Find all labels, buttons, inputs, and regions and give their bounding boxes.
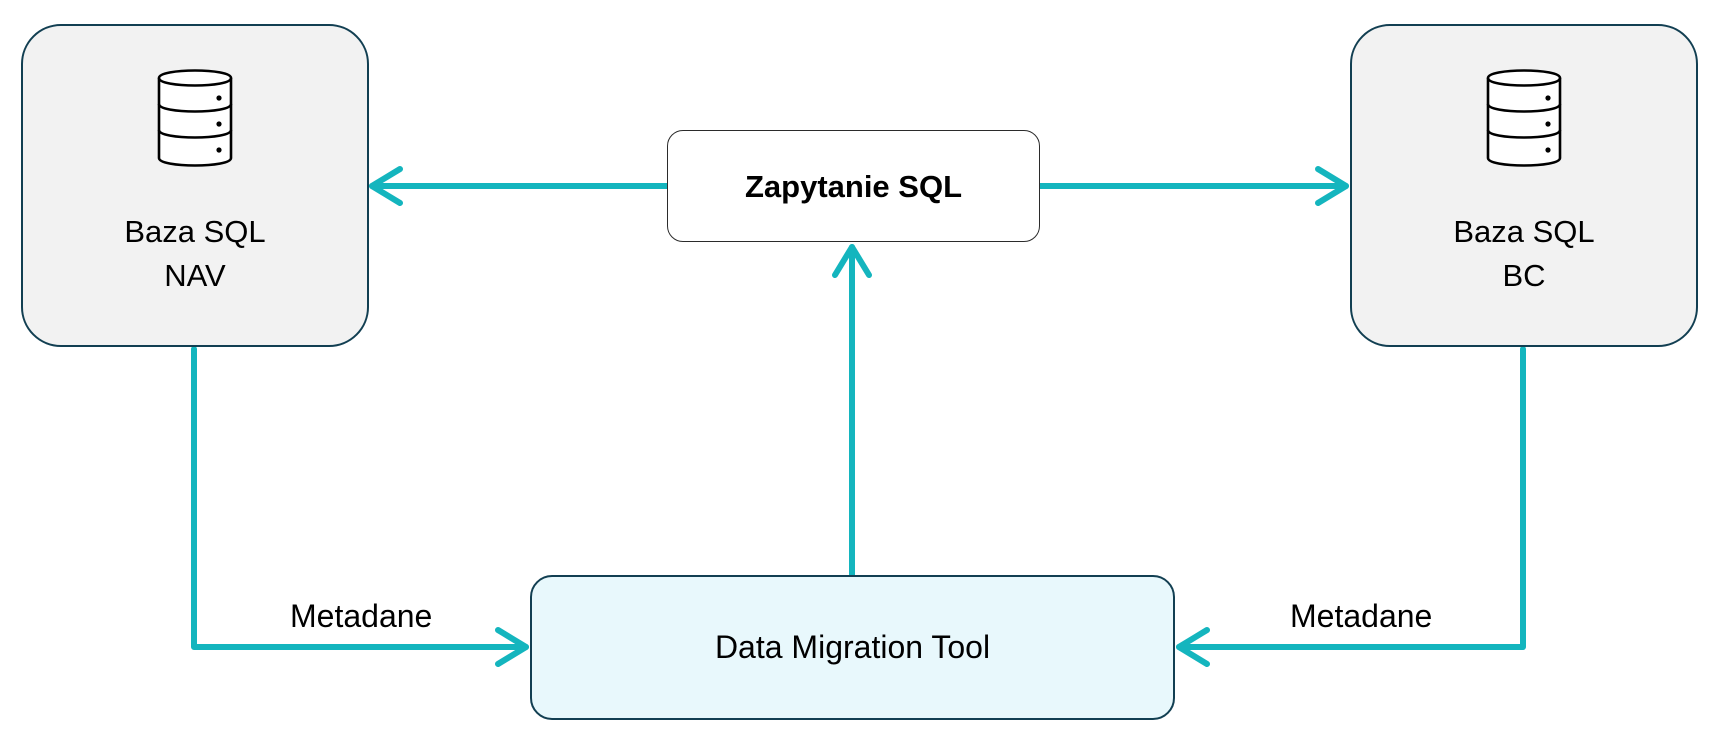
edge-label-bc-metadata: Metadane [1290, 598, 1433, 634]
arrowhead-query [832, 244, 872, 278]
data-migration-tool-title: Data Migration Tool [714, 629, 991, 665]
arrow-nav-to-tool [191, 346, 529, 650]
database-icon [157, 68, 233, 167]
arrowhead-tool-right [1176, 627, 1210, 667]
bc-database-label-line1: Baza SQL [1453, 213, 1595, 249]
database-icon [1486, 68, 1562, 167]
bc-database-label-line2: BC [1502, 257, 1546, 293]
nav-database-label-line1: Baza SQL [124, 213, 266, 249]
nav-database-node: Baza SQL NAV [21, 24, 369, 347]
arrow-bc-to-tool [1176, 346, 1526, 650]
arrowhead-bc [1315, 166, 1349, 206]
arrowhead-nav [369, 166, 403, 206]
nav-database-label-line2: NAV [164, 257, 226, 293]
sql-query-node: Zapytanie SQL [667, 130, 1040, 242]
sql-query-title: Zapytanie SQL [744, 169, 963, 204]
arrowhead-tool-left [495, 627, 529, 667]
edge-label-nav-metadata: Metadane [290, 598, 433, 634]
data-migration-tool-node: Data Migration Tool [530, 575, 1175, 720]
bc-database-node: Baza SQL BC [1350, 24, 1698, 347]
